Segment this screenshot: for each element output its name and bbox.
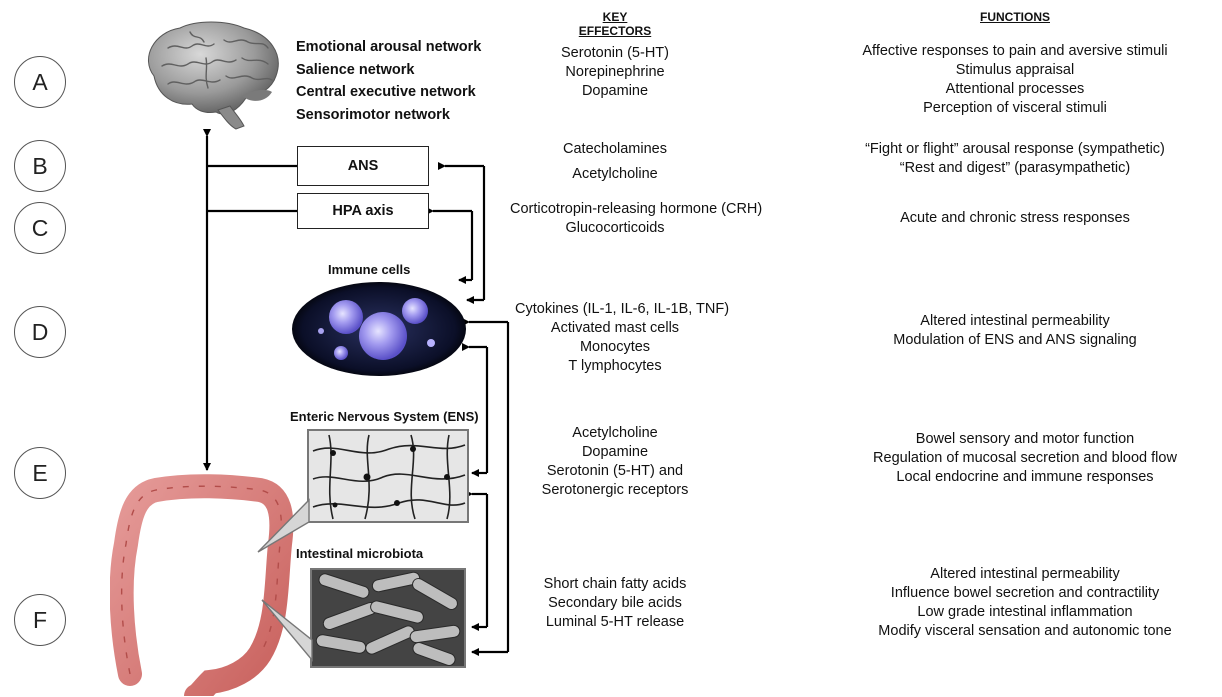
effector-item: Norepinephrine: [565, 64, 665, 80]
effector-item: Luminal 5-HT release: [545, 614, 685, 630]
effector-item: Glucocorticoids: [565, 220, 665, 236]
row-marker-e: E: [14, 447, 66, 499]
function-item: “Fight or flight” arousal response (symp…: [865, 141, 1165, 157]
row-marker-f: F: [14, 594, 66, 646]
function-item: Altered intestinal permeability: [920, 313, 1110, 329]
function-item: Local endocrine and immune responses: [896, 469, 1154, 485]
effector-item: Activated mast cells: [550, 320, 680, 336]
microbiota-label: Intestinal microbiota: [296, 546, 424, 561]
function-item: Affective responses to pain and aversive…: [862, 43, 1168, 59]
row-marker-d: D: [14, 306, 66, 358]
function-item: Low grade intestinal inflammation: [917, 604, 1133, 620]
functions-b: “Fight or flight” arousal response (symp…: [830, 140, 1200, 178]
network-label: Emotional arousal network: [296, 39, 482, 55]
functions-header: FUNCTIONS: [980, 10, 1050, 24]
effectors-b: Catecholamines Acetylcholine: [515, 137, 715, 187]
effector-item: Cytokines (IL-1, IL-6, IL-1B, TNF): [515, 301, 730, 317]
function-item: “Rest and digest” (parasympathetic): [899, 160, 1131, 176]
microbiota-micrograph: [310, 568, 466, 668]
ans-box: ANS: [297, 146, 429, 186]
immune-cells-label: Immune cells: [328, 262, 411, 277]
functions-d: Altered intestinal permeability Modulati…: [830, 312, 1200, 350]
functions-e: Bowel sensory and motor function Regulat…: [830, 430, 1220, 487]
key-effectors-header: KEY EFFECTORS: [578, 10, 652, 38]
function-item: Regulation of mucosal secretion and bloo…: [873, 450, 1177, 466]
function-item: Altered intestinal permeability: [930, 566, 1120, 582]
brain-illustration: [148, 21, 279, 130]
network-label: Central executive network: [296, 84, 476, 100]
function-item: Bowel sensory and motor function: [915, 431, 1135, 447]
ans-label: ANS: [347, 158, 379, 174]
effector-item: Dopamine: [581, 83, 649, 99]
function-item: Acute and chronic stress responses: [900, 210, 1130, 226]
functions-a: Affective responses to pain and aversive…: [830, 42, 1200, 118]
effectors-d: Cytokines (IL-1, IL-6, IL-1B, TNF) Activ…: [515, 300, 730, 376]
hpa-axis-box: HPA axis: [297, 193, 429, 229]
function-item: Modify visceral sensation and autonomic …: [878, 623, 1172, 639]
effector-item: Serotonin (5-HT): [561, 45, 669, 61]
hpa-axis-label: HPA axis: [332, 203, 394, 219]
immune-cells-image: [292, 282, 466, 376]
function-item: Influence bowel secretion and contractil…: [890, 585, 1160, 601]
ens-label: Enteric Nervous System (ENS): [290, 409, 479, 424]
ens-micrograph: [307, 429, 469, 523]
row-marker-b: B: [14, 140, 66, 192]
effector-item: Serotonin (5-HT) and: [546, 463, 684, 479]
functions-c: Acute and chronic stress responses: [830, 209, 1200, 228]
effector-item: Acetylcholine: [572, 425, 658, 441]
row-marker-c: C: [14, 202, 66, 254]
effector-item: Corticotropin-releasing hormone (CRH): [510, 201, 763, 217]
effector-item: Dopamine: [581, 444, 649, 460]
effectors-e: Acetylcholine Dopamine Serotonin (5-HT) …: [515, 424, 715, 500]
effector-item: Serotonergic receptors: [541, 482, 689, 498]
function-item: Attentional processes: [945, 81, 1085, 97]
effector-item: Short chain fatty acids: [543, 576, 687, 592]
network-label: Salience network: [296, 61, 415, 78]
functions-f: Altered intestinal permeability Influenc…: [830, 565, 1220, 641]
function-item: Stimulus appraisal: [955, 62, 1075, 78]
effector-item: Acetylcholine: [572, 166, 658, 182]
effectors-a: Serotonin (5-HT) Norepinephrine Dopamine: [515, 44, 715, 101]
function-item: Perception of visceral stimuli: [923, 100, 1107, 116]
effectors-f: Short chain fatty acids Secondary bile a…: [515, 575, 715, 632]
effector-item: Monocytes: [579, 339, 651, 355]
network-label: Sensorimotor network: [296, 106, 450, 123]
brain-network-list: Emotional arousal network Salience netwo…: [296, 36, 481, 126]
function-item: Modulation of ENS and ANS signaling: [893, 332, 1137, 348]
effectors-c: Corticotropin-releasing hormone (CRH) Gl…: [510, 200, 763, 238]
effector-item: Catecholamines: [563, 141, 667, 157]
colon-illustration: [110, 474, 294, 696]
row-marker-a: A: [14, 56, 66, 108]
effector-item: Secondary bile acids: [548, 595, 682, 611]
effector-item: T lymphocytes: [568, 358, 662, 374]
